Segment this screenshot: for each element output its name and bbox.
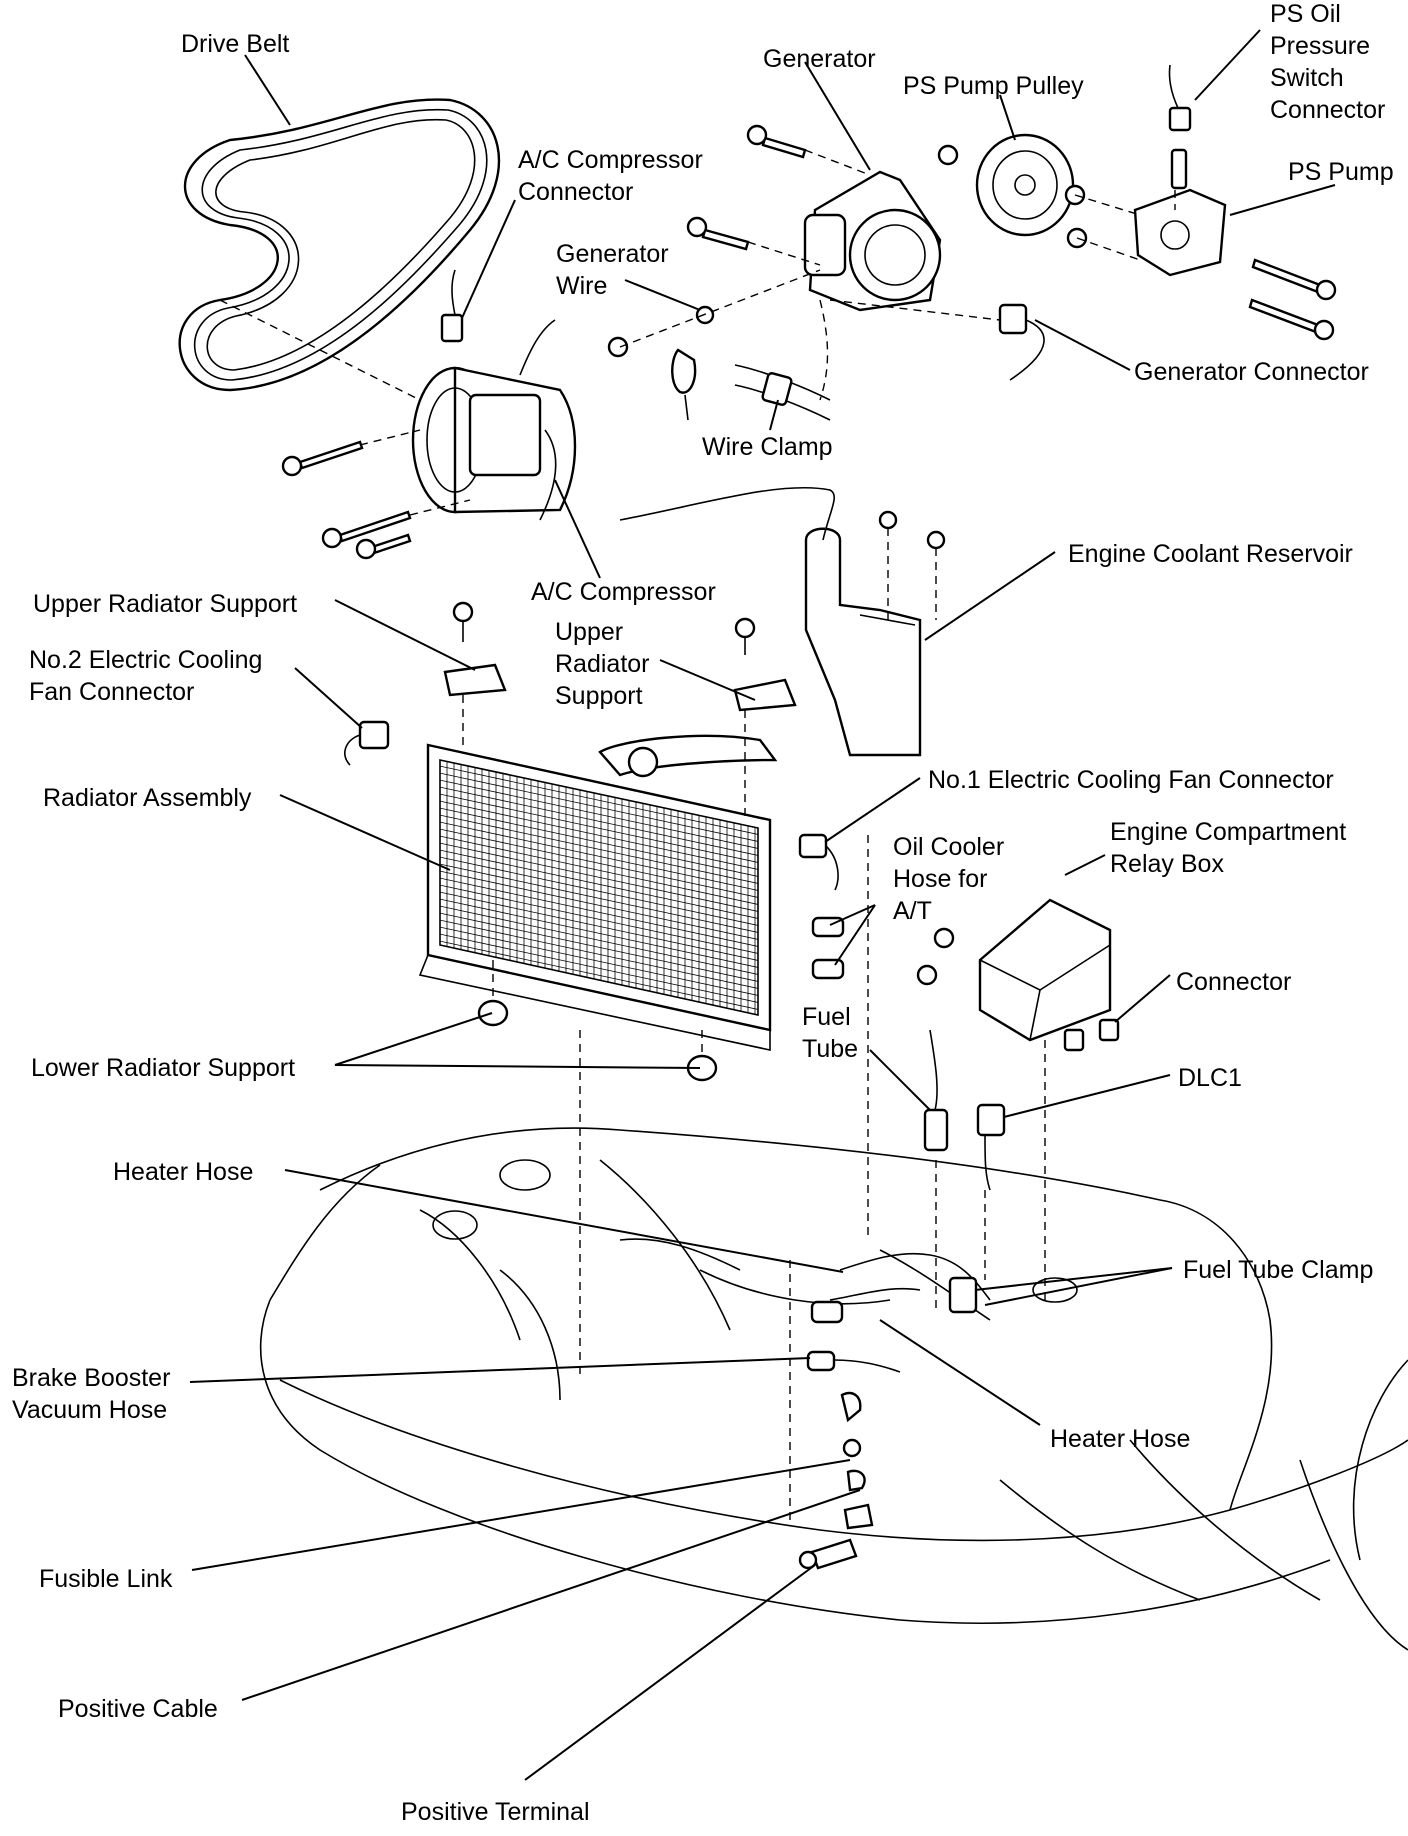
engine-compartment-relay-box bbox=[916, 898, 1112, 1042]
label-fuel-tube-clamp: Fuel Tube Clamp bbox=[1183, 1256, 1373, 1284]
label-positive-cable: Positive Cable bbox=[58, 1695, 218, 1723]
label-generator-wire: Generator Wire bbox=[556, 240, 676, 300]
ac-compressor-bolts bbox=[281, 440, 412, 560]
upper-radiator-supports bbox=[443, 601, 797, 712]
battery-terminal-parts bbox=[798, 1391, 874, 1570]
no1-fan-connector bbox=[798, 833, 839, 891]
lower-radiator-supports bbox=[477, 999, 718, 1082]
no2-fan-connector bbox=[344, 720, 390, 766]
label-lower-radiator-support: Lower Radiator Support bbox=[31, 1054, 295, 1082]
label-no2-fan-connector: No.2 Electric Cooling Fan Connector bbox=[29, 646, 269, 706]
fuel-tube bbox=[923, 1029, 949, 1152]
label-upper-radiator-support-left: Upper Radiator Support bbox=[33, 590, 297, 618]
label-ps-oil-pressure-switch-connector: PS Oil Pressure Switch Connector bbox=[1270, 0, 1385, 124]
generator-wire-assembly bbox=[607, 303, 1045, 421]
label-oil-cooler-hose: Oil Cooler Hose for A/T bbox=[893, 833, 1011, 925]
engine-coolant-reservoir bbox=[619, 486, 946, 757]
label-upper-radiator-support-right: Upper Radiator Support bbox=[555, 618, 656, 710]
label-ps-pump: PS Pump bbox=[1288, 158, 1394, 186]
ac-compressor bbox=[411, 319, 577, 521]
label-ac-compressor-connector: A/C Compressor Connector bbox=[518, 146, 710, 206]
label-ps-pump-pulley: PS Pump Pulley bbox=[903, 72, 1084, 100]
label-engine-compartment-relay-box: Engine Compartment Relay Box bbox=[1110, 818, 1353, 878]
label-wire-clamp: Wire Clamp bbox=[702, 433, 833, 461]
label-positive-terminal: Positive Terminal bbox=[401, 1798, 590, 1826]
label-heater-hose-lower: Heater Hose bbox=[1050, 1425, 1190, 1453]
label-heater-hose-upper: Heater Hose bbox=[113, 1158, 253, 1186]
brake-booster-vacuum-hose bbox=[806, 1350, 901, 1373]
ps-pump-pulley bbox=[937, 133, 1088, 249]
drive-belt bbox=[178, 98, 501, 392]
label-fuel-tube: Fuel Tube bbox=[802, 1003, 858, 1063]
label-no1-fan-connector: No.1 Electric Cooling Fan Connector bbox=[928, 766, 1334, 794]
generator bbox=[803, 170, 942, 312]
label-dlc1: DLC1 bbox=[1178, 1064, 1242, 1092]
relay-box-connectors bbox=[1063, 1018, 1120, 1052]
radiator-assembly bbox=[418, 734, 778, 1051]
car-body-outline bbox=[259, 1127, 1408, 1651]
alignment-lines bbox=[219, 149, 1176, 1520]
label-generator-connector: Generator Connector bbox=[1134, 358, 1369, 386]
ps-oil-pressure-switch-connector bbox=[1168, 64, 1192, 190]
label-engine-coolant-reservoir: Engine Coolant Reservoir bbox=[1068, 540, 1353, 568]
label-connector: Connector bbox=[1176, 968, 1291, 996]
label-ac-compressor: A/C Compressor bbox=[531, 578, 716, 606]
oil-cooler-hoses bbox=[811, 916, 845, 980]
ps-pump bbox=[1133, 188, 1337, 341]
ac-compressor-connector bbox=[440, 269, 464, 343]
labels: Drive Belt Generator PS Pump Pulley PS O… bbox=[12, 0, 1394, 1826]
label-fusible-link: Fusible Link bbox=[39, 1565, 173, 1593]
leader-lines bbox=[189, 29, 1336, 1781]
label-radiator-assembly: Radiator Assembly bbox=[43, 784, 252, 812]
label-generator: Generator bbox=[763, 45, 876, 73]
label-brake-booster-vacuum-hose: Brake Booster Vacuum Hose bbox=[12, 1364, 177, 1424]
dlc1-connector bbox=[976, 1103, 1006, 1191]
heater-hose bbox=[810, 1252, 991, 1324]
generator-bolts bbox=[686, 124, 807, 251]
label-drive-belt: Drive Belt bbox=[181, 30, 289, 58]
